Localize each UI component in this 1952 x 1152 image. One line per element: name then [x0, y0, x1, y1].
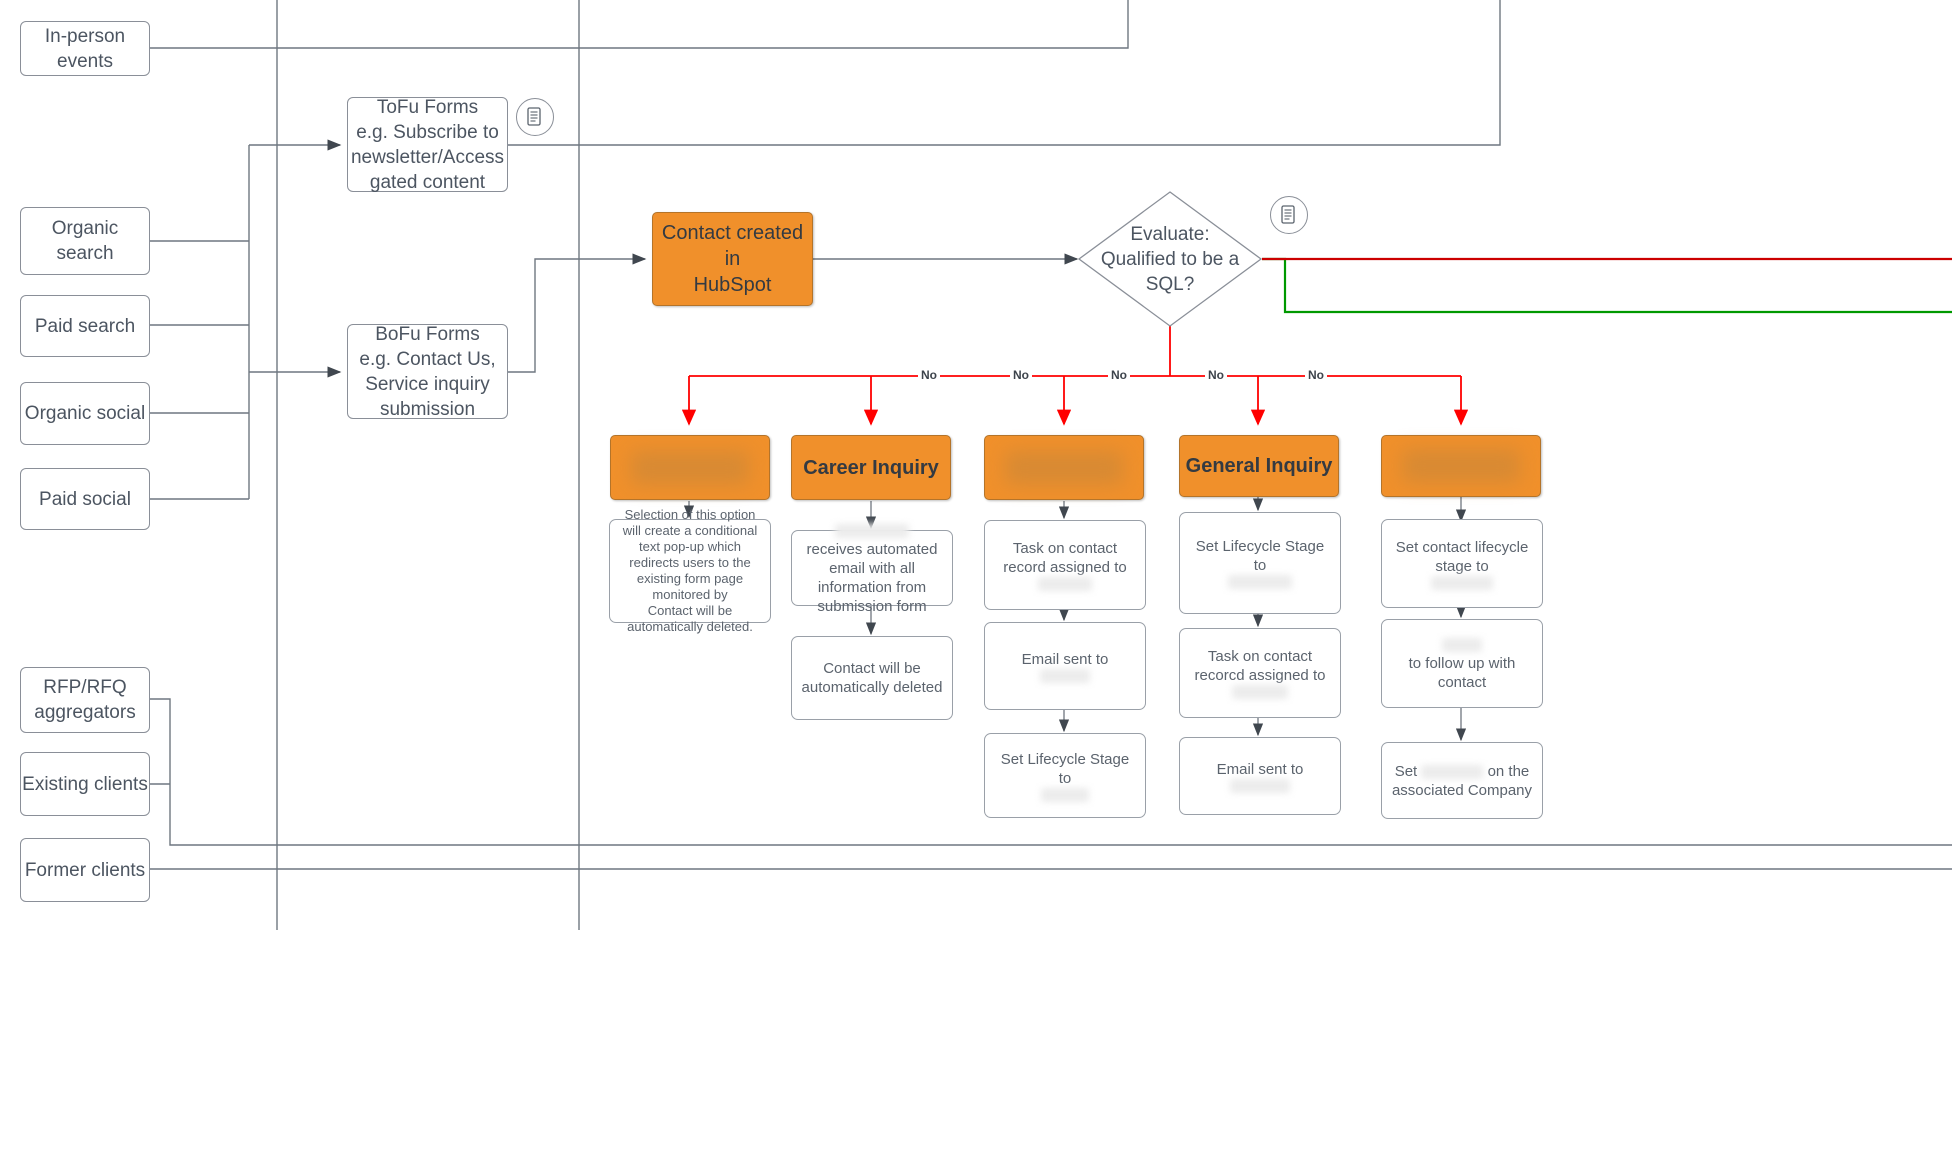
redacted-text — [1232, 685, 1288, 699]
branch-header-label: General Inquiry — [1185, 455, 1333, 477]
step-text-suffix: receives automated email with all inform… — [806, 540, 938, 615]
source-label: Paid social — [39, 488, 131, 510]
edge-label-no: No — [918, 368, 940, 382]
document-icon[interactable] — [516, 98, 554, 136]
document-glyph — [527, 107, 541, 126]
source-in-person-events[interactable]: In-person events — [20, 21, 150, 76]
branch-4-step-2[interactable]: Task on contact recorcd assigned to — [1179, 628, 1341, 718]
branch-header-label: Career Inquiry — [803, 456, 939, 479]
branch-5-header[interactable] — [1381, 435, 1541, 497]
step-text: Set contact lifecycle stage to — [1395, 538, 1529, 575]
redacted-text — [1230, 778, 1290, 793]
source-label: Existing clients — [22, 773, 148, 795]
source-label: In-person events — [44, 25, 126, 72]
redacted-text — [1038, 577, 1092, 591]
source-organic-search[interactable]: Organic search — [20, 207, 150, 275]
branch-3-step-3[interactable]: Set Lifecycle Stage to — [984, 733, 1146, 818]
branch-4-header[interactable]: General Inquiry — [1179, 435, 1339, 497]
diamond-shape — [1077, 191, 1263, 327]
branch-1-step-1[interactable]: Selection of this option will create a c… — [609, 507, 771, 634]
branch-2-header[interactable]: Career Inquiry — [791, 435, 951, 500]
branch-1-header[interactable] — [610, 435, 770, 500]
source-paid-social[interactable]: Paid social — [20, 468, 150, 530]
redacted-text — [1041, 787, 1089, 802]
step-text: Task on contact record assigned to — [1003, 540, 1127, 576]
bofu-forms-label: BoFu Forms e.g. Contact Us, Service inqu… — [359, 323, 496, 420]
source-existing-clients[interactable]: Existing clients — [20, 752, 150, 816]
step-text-suffix: on the associated Company — [1391, 762, 1533, 799]
branch-4-step-1[interactable]: Set Lifecycle Stage to — [1179, 512, 1341, 614]
edge-label-no: No — [1205, 368, 1227, 382]
branch-5-step-3[interactable]: Set on the associated Company — [1381, 742, 1543, 819]
step-text-suffix: to follow up with contact — [1408, 655, 1516, 691]
step-text: Selection of this option will create a c… — [622, 507, 758, 602]
branch-4-step-3[interactable]: Email sent to — [1179, 737, 1341, 815]
source-label: Organic social — [24, 403, 146, 424]
tofu-forms-label: ToFu Forms e.g. Subscribe to newsletter/… — [350, 96, 505, 193]
branch-5-step-1[interactable]: Set contact lifecycle stage to — [1381, 519, 1543, 608]
redacted-text — [1421, 764, 1484, 779]
source-rfp-rfq-aggregators[interactable]: RFP/RFQ aggregators — [20, 667, 150, 733]
source-label: RFP/RFQ aggregators — [34, 677, 136, 723]
node-tofu-forms[interactable]: ToFu Forms e.g. Subscribe to newsletter/… — [347, 96, 508, 193]
branch-3-header[interactable] — [984, 435, 1144, 500]
node-contact-created[interactable]: Contact created in HubSpot — [652, 212, 813, 306]
redacted-text — [835, 523, 909, 538]
step-text: Email sent to — [1216, 760, 1304, 778]
source-organic-social[interactable]: Organic social — [20, 382, 150, 445]
source-former-clients[interactable]: Former clients — [20, 838, 150, 902]
edge-label-no: No — [1305, 368, 1327, 382]
step-text — [835, 521, 909, 540]
source-label: Organic search — [51, 218, 119, 264]
branch-2-step-2[interactable]: Contact will be automatically deleted — [791, 636, 953, 720]
step-text: Task on contact recorcd assigned to — [1194, 648, 1326, 684]
decision-qualified-sql[interactable]: Evaluate: Qualified to be a SQL? — [1077, 190, 1263, 328]
source-label: Paid search — [34, 315, 136, 337]
step-text: Set Lifecycle Stage to — [1195, 538, 1325, 574]
source-paid-search[interactable]: Paid search — [20, 295, 150, 357]
step-text: Email sent to — [1021, 650, 1109, 668]
source-label: Former clients — [24, 859, 146, 881]
node-bofu-forms[interactable]: BoFu Forms e.g. Contact Us, Service inqu… — [347, 323, 508, 420]
edge-label-no: No — [1108, 368, 1130, 382]
document-icon[interactable] — [1270, 196, 1308, 234]
step-text-prefix: Set — [1394, 762, 1418, 780]
branch-3-step-2[interactable]: Email sent to — [984, 622, 1146, 710]
redacted-text — [1402, 449, 1520, 483]
redacted-text — [1228, 575, 1292, 589]
redacted-text — [1442, 638, 1482, 653]
step-text: Set Lifecycle Stage to — [1000, 750, 1130, 787]
branch-3-step-1[interactable]: Task on contact record assigned to — [984, 520, 1146, 610]
redacted-text — [1040, 668, 1090, 683]
redacted-text — [631, 450, 749, 485]
edge-label-no: No — [1010, 368, 1032, 382]
step-text: Set on the associated Company — [1390, 762, 1534, 800]
branch-2-step-1[interactable]: receives automated email with all inform… — [791, 523, 953, 615]
redacted-text — [1431, 575, 1493, 590]
step-text: Contact will be automatically deleted — [801, 660, 943, 696]
document-glyph — [1281, 205, 1295, 224]
redacted-text — [1005, 450, 1123, 485]
decision-label: Evaluate: Qualified to be a SQL? — [1100, 223, 1240, 295]
step-text — [1442, 635, 1482, 654]
contact-created-label: Contact created in HubSpot — [661, 222, 804, 296]
step-text-suffix: Contact will be automatically deleted. — [627, 603, 753, 634]
branch-5-step-2[interactable]: to follow up with contact — [1381, 619, 1543, 708]
